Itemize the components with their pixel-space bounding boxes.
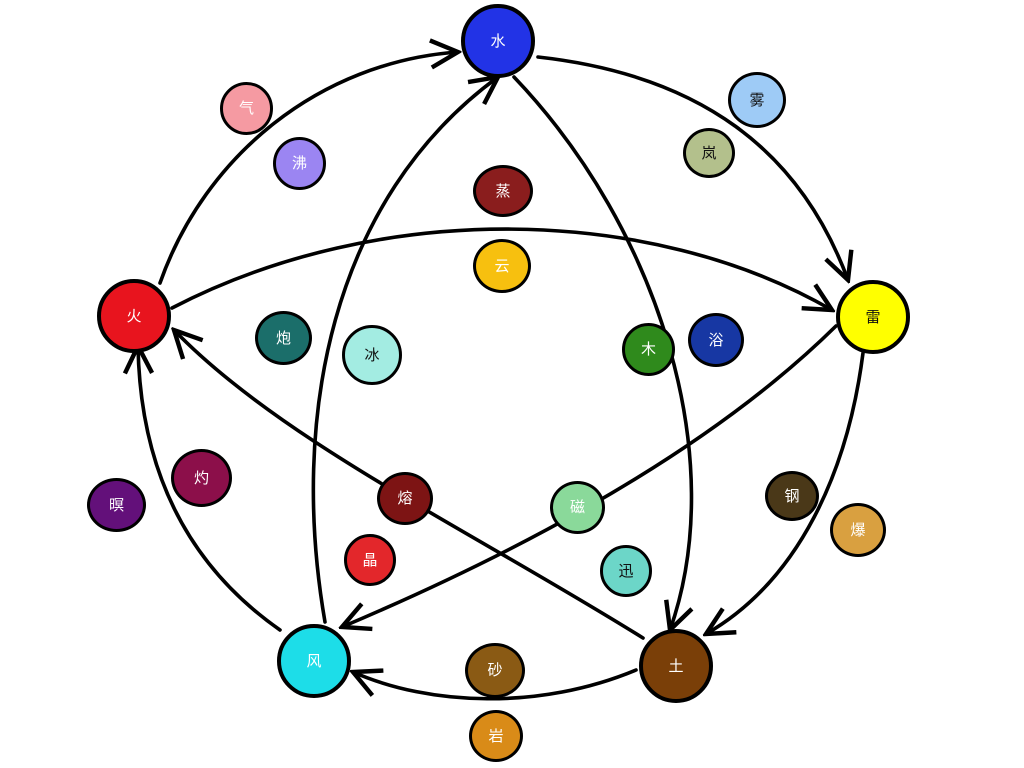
arrow-wind-to-water xyxy=(311,77,498,624)
node-label: 岩 xyxy=(488,726,504,745)
node-label: 迅 xyxy=(618,561,634,580)
node-zhuo: 灼 xyxy=(171,449,232,507)
node-label: 岚 xyxy=(701,143,717,162)
node-mu: 木 xyxy=(622,323,675,376)
node-label: 沸 xyxy=(291,154,307,172)
node-label: 熔 xyxy=(397,489,413,507)
arrow-fire-to-thunder xyxy=(170,227,832,310)
node-yun: 云 xyxy=(473,239,531,293)
node-label: 火 xyxy=(126,306,142,325)
node-xun: 迅 xyxy=(600,545,652,597)
node-label: 暝 xyxy=(108,495,124,514)
node-label: 土 xyxy=(668,656,684,675)
node-label: 炮 xyxy=(275,328,291,347)
node-yu: 浴 xyxy=(688,313,744,367)
node-wu: 雾 xyxy=(728,72,786,128)
node-yan: 岩 xyxy=(469,710,523,762)
node-label: 风 xyxy=(306,651,322,670)
node-label: 雾 xyxy=(749,90,765,109)
node-earth: 土 xyxy=(639,629,713,703)
node-label: 气 xyxy=(238,99,254,117)
node-label: 雷 xyxy=(865,307,881,326)
node-label: 水 xyxy=(490,31,506,50)
arrow-fire-to-water xyxy=(158,52,458,285)
node-label: 木 xyxy=(640,340,656,358)
node-jing: 晶 xyxy=(344,534,396,586)
node-thunder: 雷 xyxy=(836,280,910,354)
node-ming: 暝 xyxy=(87,478,146,532)
node-bing: 冰 xyxy=(342,325,402,385)
node-label: 爆 xyxy=(850,520,866,539)
node-ci: 磁 xyxy=(550,481,605,534)
arrow-thunder-to-earth xyxy=(706,351,865,634)
arrow-earth-to-wind xyxy=(353,668,638,701)
node-label: 磁 xyxy=(569,498,585,516)
node-water: 水 xyxy=(461,4,535,78)
node-zheng: 蒸 xyxy=(473,165,533,217)
node-bao: 爆 xyxy=(830,503,886,557)
node-lan: 岚 xyxy=(683,128,735,178)
arrow-water-to-thunder xyxy=(536,55,848,280)
node-fire: 火 xyxy=(97,279,171,353)
node-label: 蒸 xyxy=(495,181,511,200)
node-label: 浴 xyxy=(708,330,724,349)
node-label: 钢 xyxy=(784,486,800,505)
node-label: 砂 xyxy=(487,661,503,679)
node-ren: 钢 xyxy=(765,471,819,521)
node-label: 云 xyxy=(494,256,510,275)
node-label: 晶 xyxy=(362,550,378,569)
node-label: 冰 xyxy=(364,345,380,364)
node-wind: 风 xyxy=(277,624,351,698)
node-label: 灼 xyxy=(193,468,209,487)
node-rong-melt: 熔 xyxy=(377,472,433,525)
node-pao: 炮 xyxy=(255,311,312,365)
node-fei: 沸 xyxy=(273,137,326,190)
node-sha: 砂 xyxy=(465,643,525,698)
node-qi: 气 xyxy=(220,82,273,135)
arrow-wind-to-fire xyxy=(138,346,282,632)
